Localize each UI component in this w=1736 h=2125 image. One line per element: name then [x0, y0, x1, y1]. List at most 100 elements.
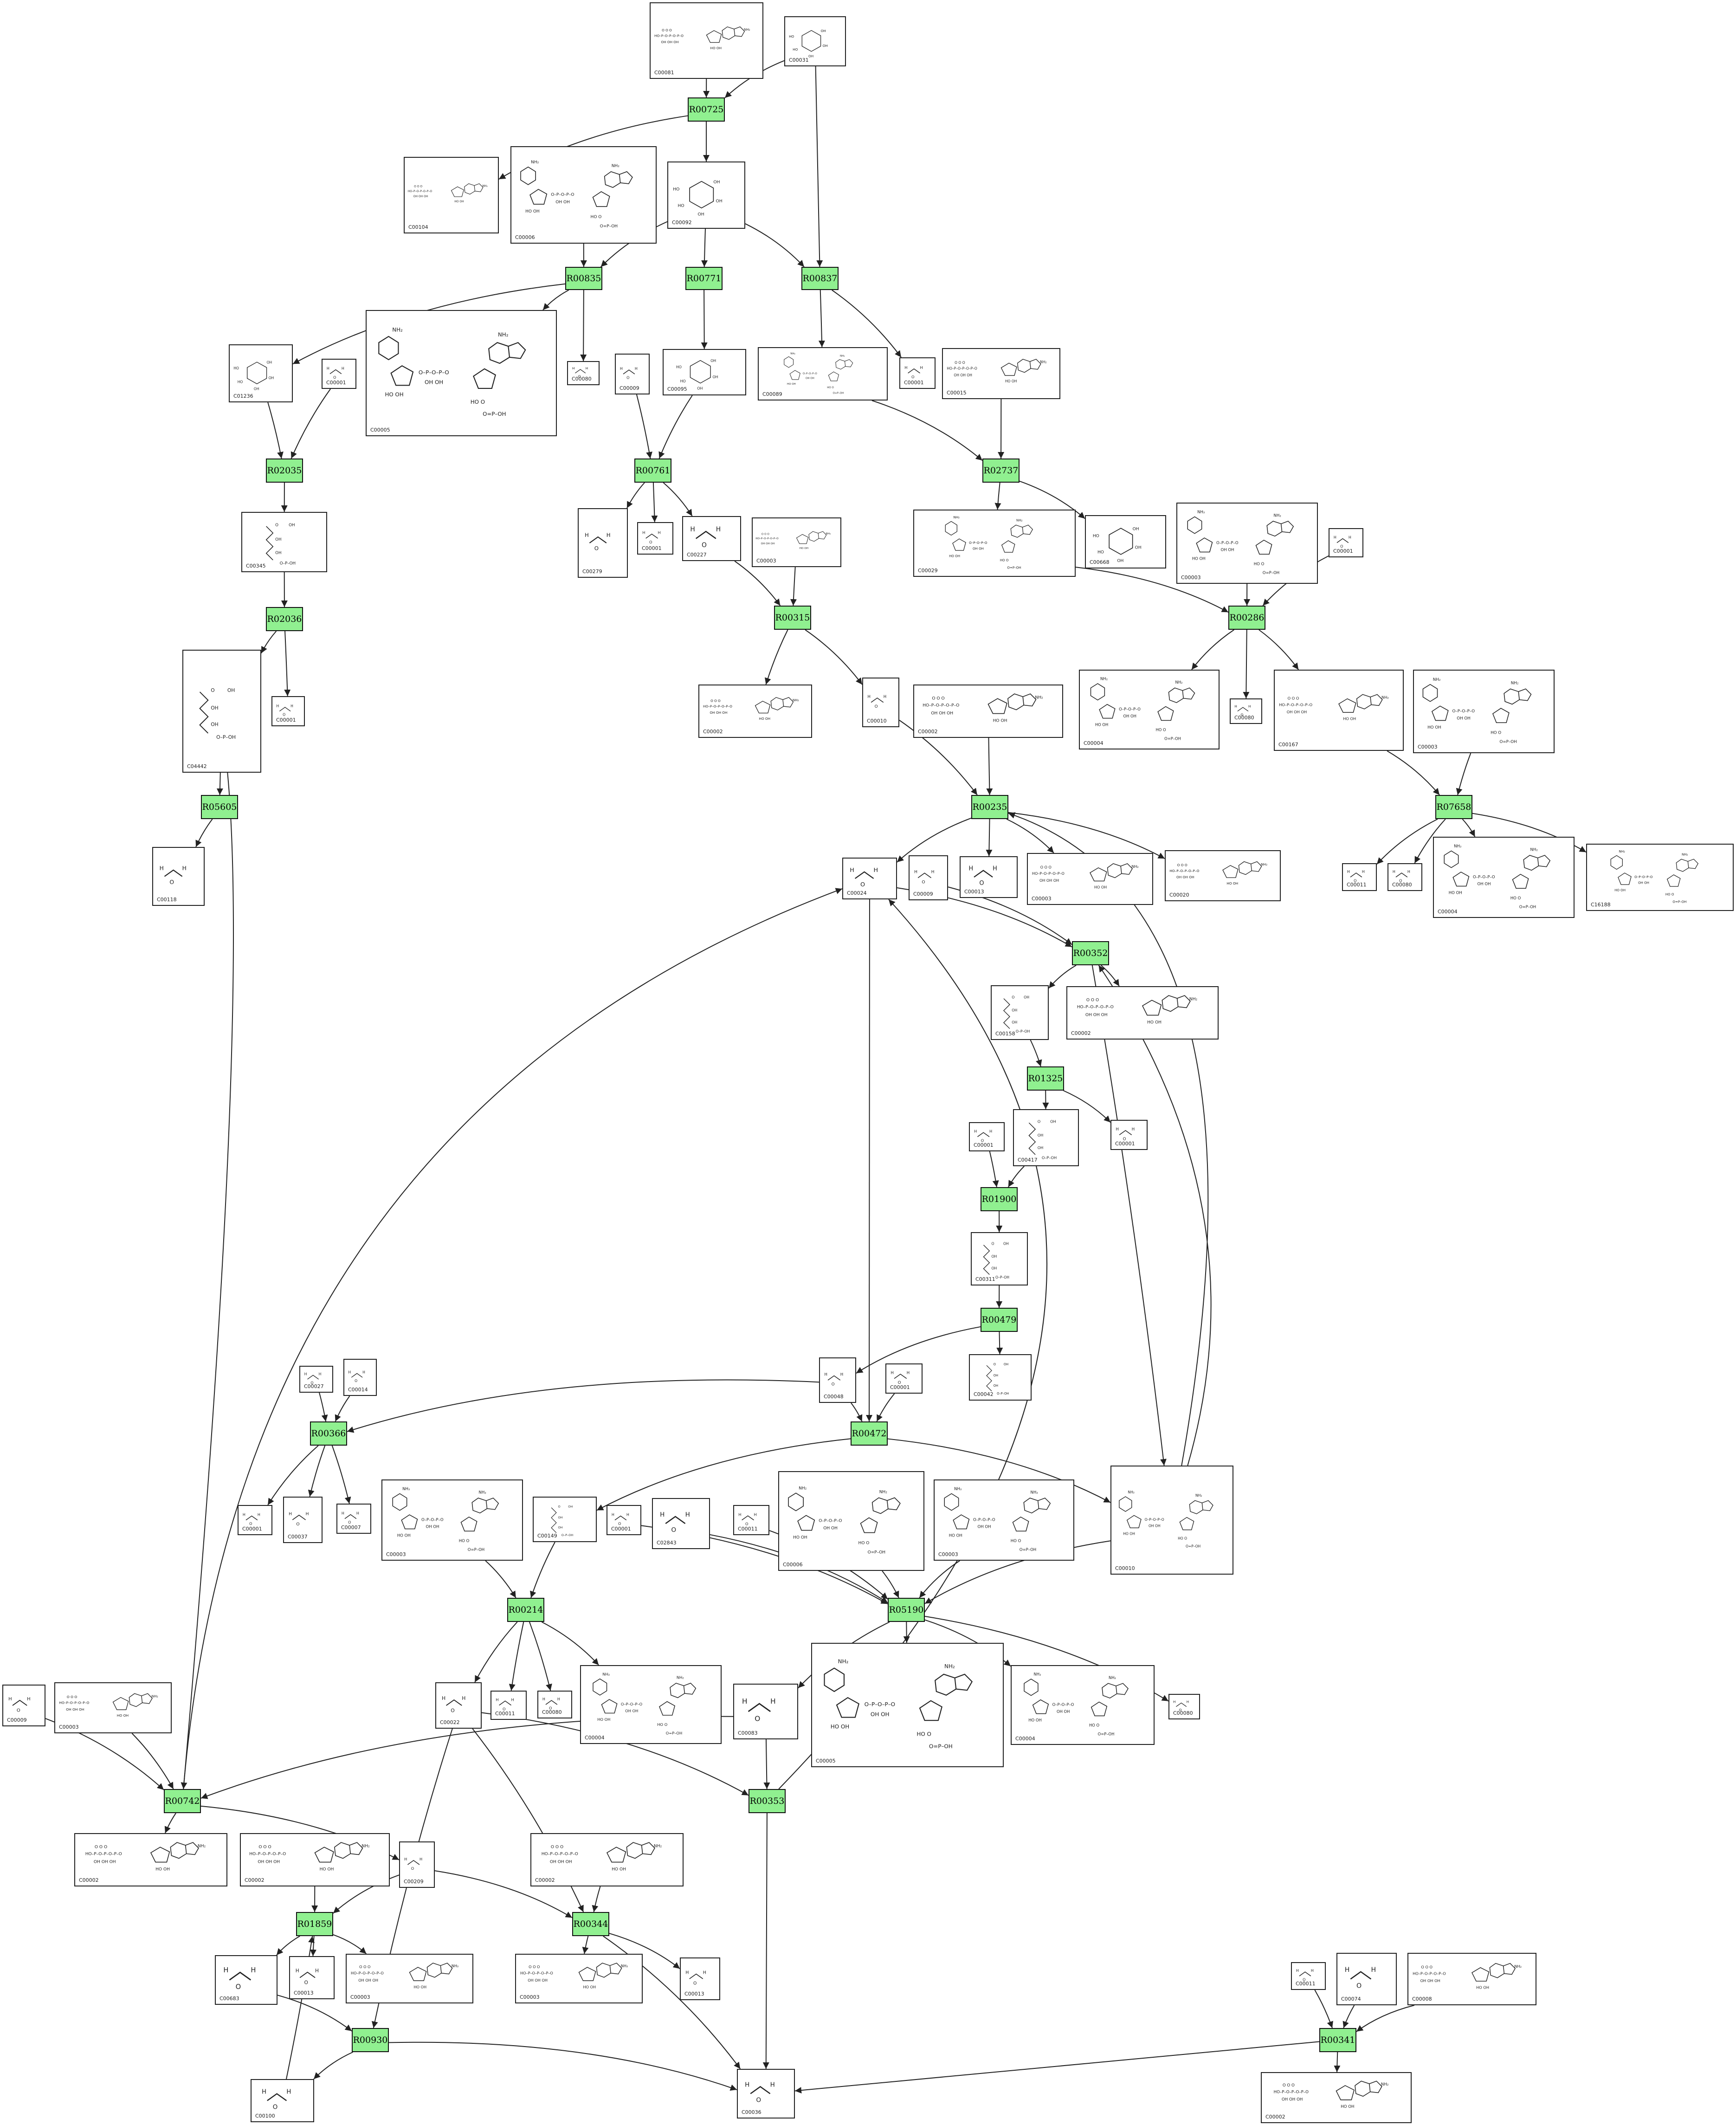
reaction-node[interactable]: R07658: [1435, 795, 1472, 819]
reaction-node[interactable]: R00344: [572, 1912, 609, 1936]
reaction-node[interactable]: R00725: [688, 97, 725, 122]
reaction-node[interactable]: R00761: [634, 459, 671, 483]
reaction-node[interactable]: R02737: [982, 459, 1020, 483]
reaction-node[interactable]: R00214: [507, 1598, 544, 1622]
reaction-node[interactable]: R00837: [801, 267, 839, 290]
reaction-node[interactable]: R02036: [266, 607, 303, 631]
reaction-node[interactable]: R00472: [851, 1421, 888, 1446]
reaction-node[interactable]: R00930: [352, 2028, 389, 2052]
reaction-node[interactable]: R00479: [981, 1308, 1018, 1332]
reaction-node[interactable]: R02035: [266, 459, 303, 483]
reaction-node[interactable]: R00742: [164, 1789, 201, 1813]
reaction-node[interactable]: R00341: [1319, 2028, 1356, 2052]
reaction-node[interactable]: R01859: [296, 1912, 333, 1936]
reaction-node[interactable]: R00315: [774, 606, 811, 630]
reaction-node[interactable]: R01900: [981, 1187, 1018, 1211]
reaction-node[interactable]: R00235: [971, 795, 1008, 819]
reaction-node[interactable]: R05605: [201, 795, 238, 819]
reaction-node[interactable]: R00286: [1228, 606, 1265, 630]
reaction-node[interactable]: R00366: [310, 1421, 347, 1446]
reaction-node[interactable]: R05190: [888, 1598, 925, 1622]
